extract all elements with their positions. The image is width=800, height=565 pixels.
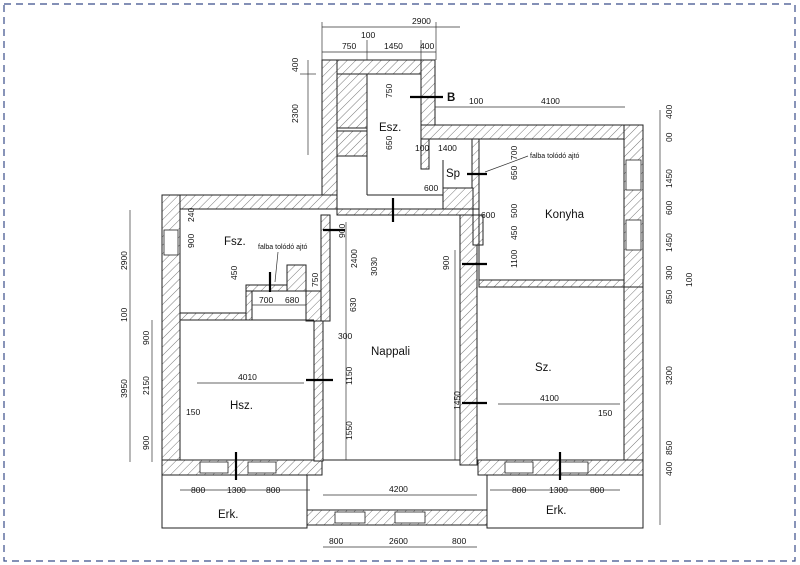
dim-l-3950: 3950 bbox=[119, 379, 129, 398]
dim-fsz-680: 680 bbox=[285, 295, 299, 305]
dim-k-600: 600 bbox=[481, 210, 495, 220]
dimension-lines bbox=[129, 22, 661, 548]
sliding-door-note-kitchen: falba tolódó ajtó bbox=[530, 153, 580, 160]
dim-b-1300b: 1300 bbox=[549, 485, 568, 495]
dim-r-100: 100 bbox=[469, 96, 483, 106]
dim-n-4200: 4200 bbox=[389, 484, 408, 494]
dim-hall-3030: 3030 bbox=[369, 257, 379, 276]
dim-r-600: 600 bbox=[664, 201, 674, 215]
dim-sz-4100: 4100 bbox=[540, 393, 559, 403]
dim-fsz-750: 750 bbox=[310, 273, 320, 287]
dim-fsz-700: 700 bbox=[259, 295, 273, 305]
dim-k-500: 500 bbox=[509, 204, 519, 218]
dim-k-650: 650 bbox=[509, 166, 519, 180]
sliding-door-note-fsz: falba tolódó ajtó bbox=[258, 244, 308, 251]
dim-left-2300: 2300 bbox=[290, 104, 300, 123]
dim-l-2150: 2150 bbox=[141, 376, 151, 395]
dim-r-1450a: 1450 bbox=[664, 169, 674, 188]
dim-r-3200: 3200 bbox=[664, 366, 674, 385]
dim-b-1300a: 1300 bbox=[227, 485, 246, 495]
balconies bbox=[161, 475, 644, 529]
dim-l-900a: 900 bbox=[141, 331, 151, 345]
dim-left-400: 400 bbox=[290, 58, 300, 72]
walls bbox=[161, 59, 644, 526]
dim-r-850b: 850 bbox=[664, 441, 674, 455]
dim-hall-2400: 2400 bbox=[349, 249, 359, 268]
dim-b-800a: 800 bbox=[191, 485, 205, 495]
room-label-b: B bbox=[447, 92, 455, 104]
room-label-sz: Sz. bbox=[535, 362, 552, 374]
dim-r-4100: 4100 bbox=[541, 96, 560, 106]
dim-l-900b: 900 bbox=[141, 436, 151, 450]
dim-fsz-900: 900 bbox=[186, 234, 196, 248]
dim-bb-800a: 800 bbox=[329, 536, 343, 546]
dim-b-800b: 800 bbox=[266, 485, 280, 495]
inner-lines bbox=[180, 74, 480, 461]
room-label-nappali: Nappali bbox=[371, 346, 410, 358]
dim-hall-300: 300 bbox=[338, 331, 352, 341]
dim-hall-900a: 900 bbox=[337, 224, 347, 238]
dim-sp-100: 100 bbox=[415, 143, 429, 153]
dim-sp-700: 700 bbox=[509, 146, 519, 160]
dim-bb-800b: 800 bbox=[452, 536, 466, 546]
dimension-labels: 2900 100 750 1450 400 400 2300 750 650 1… bbox=[119, 16, 694, 546]
dim-top-total: 2900 bbox=[412, 16, 431, 26]
dim-r-300: 300 bbox=[664, 266, 674, 280]
room-label-erk-left: Erk. bbox=[218, 509, 238, 521]
dim-sp-1400: 1400 bbox=[438, 143, 457, 153]
dim-k-1100: 1100 bbox=[509, 249, 519, 268]
windows bbox=[163, 159, 642, 524]
dim-r-1450b: 1450 bbox=[664, 233, 674, 252]
room-label-erk-right: Erk. bbox=[546, 505, 566, 517]
room-label-sp: Sp bbox=[446, 168, 460, 180]
dim-r-400b: 400 bbox=[664, 462, 674, 476]
door-markers bbox=[234, 95, 562, 480]
dim-hall-1550: 1550 bbox=[344, 421, 354, 440]
dim-esz-650: 650 bbox=[384, 136, 394, 150]
room-label-fsz: Fsz. bbox=[224, 236, 246, 248]
room-label-hsz: Hsz. bbox=[230, 400, 253, 412]
dim-l-100: 100 bbox=[119, 308, 129, 322]
dim-fsz-450: 450 bbox=[229, 266, 239, 280]
dim-l-2900: 2900 bbox=[119, 251, 129, 270]
dim-top-400: 400 bbox=[420, 41, 434, 51]
dim-top-100: 100 bbox=[361, 30, 375, 40]
dim-top-750: 750 bbox=[342, 41, 356, 51]
dim-fsz-240: 240 bbox=[186, 208, 196, 222]
room-label-konyha: Konyha bbox=[545, 209, 585, 221]
dim-hall-630: 630 bbox=[348, 298, 358, 312]
dim-k-450: 450 bbox=[509, 226, 519, 240]
dim-hsz-4010: 4010 bbox=[238, 372, 257, 382]
dim-b-800c: 800 bbox=[512, 485, 526, 495]
dim-hall-1450: 1450 bbox=[452, 391, 462, 410]
drawing-frame bbox=[3, 3, 796, 562]
dim-r-00: 00 bbox=[664, 132, 674, 142]
dim-sp-600: 600 bbox=[424, 183, 438, 193]
dim-hall-900b: 900 bbox=[441, 256, 451, 270]
dim-sz-150: 150 bbox=[598, 408, 612, 418]
dim-bb-2600: 2600 bbox=[389, 536, 408, 546]
dim-r-100b: 100 bbox=[684, 273, 694, 287]
dim-hall-1150: 1150 bbox=[344, 366, 354, 385]
dim-b-800d: 800 bbox=[590, 485, 604, 495]
dim-r-400: 400 bbox=[664, 105, 674, 119]
dim-esz-750: 750 bbox=[384, 84, 394, 98]
dim-top-1450: 1450 bbox=[384, 41, 403, 51]
dim-hsz-150: 150 bbox=[186, 407, 200, 417]
dim-r-850a: 850 bbox=[664, 290, 674, 304]
room-label-esz: Esz. bbox=[379, 122, 401, 134]
